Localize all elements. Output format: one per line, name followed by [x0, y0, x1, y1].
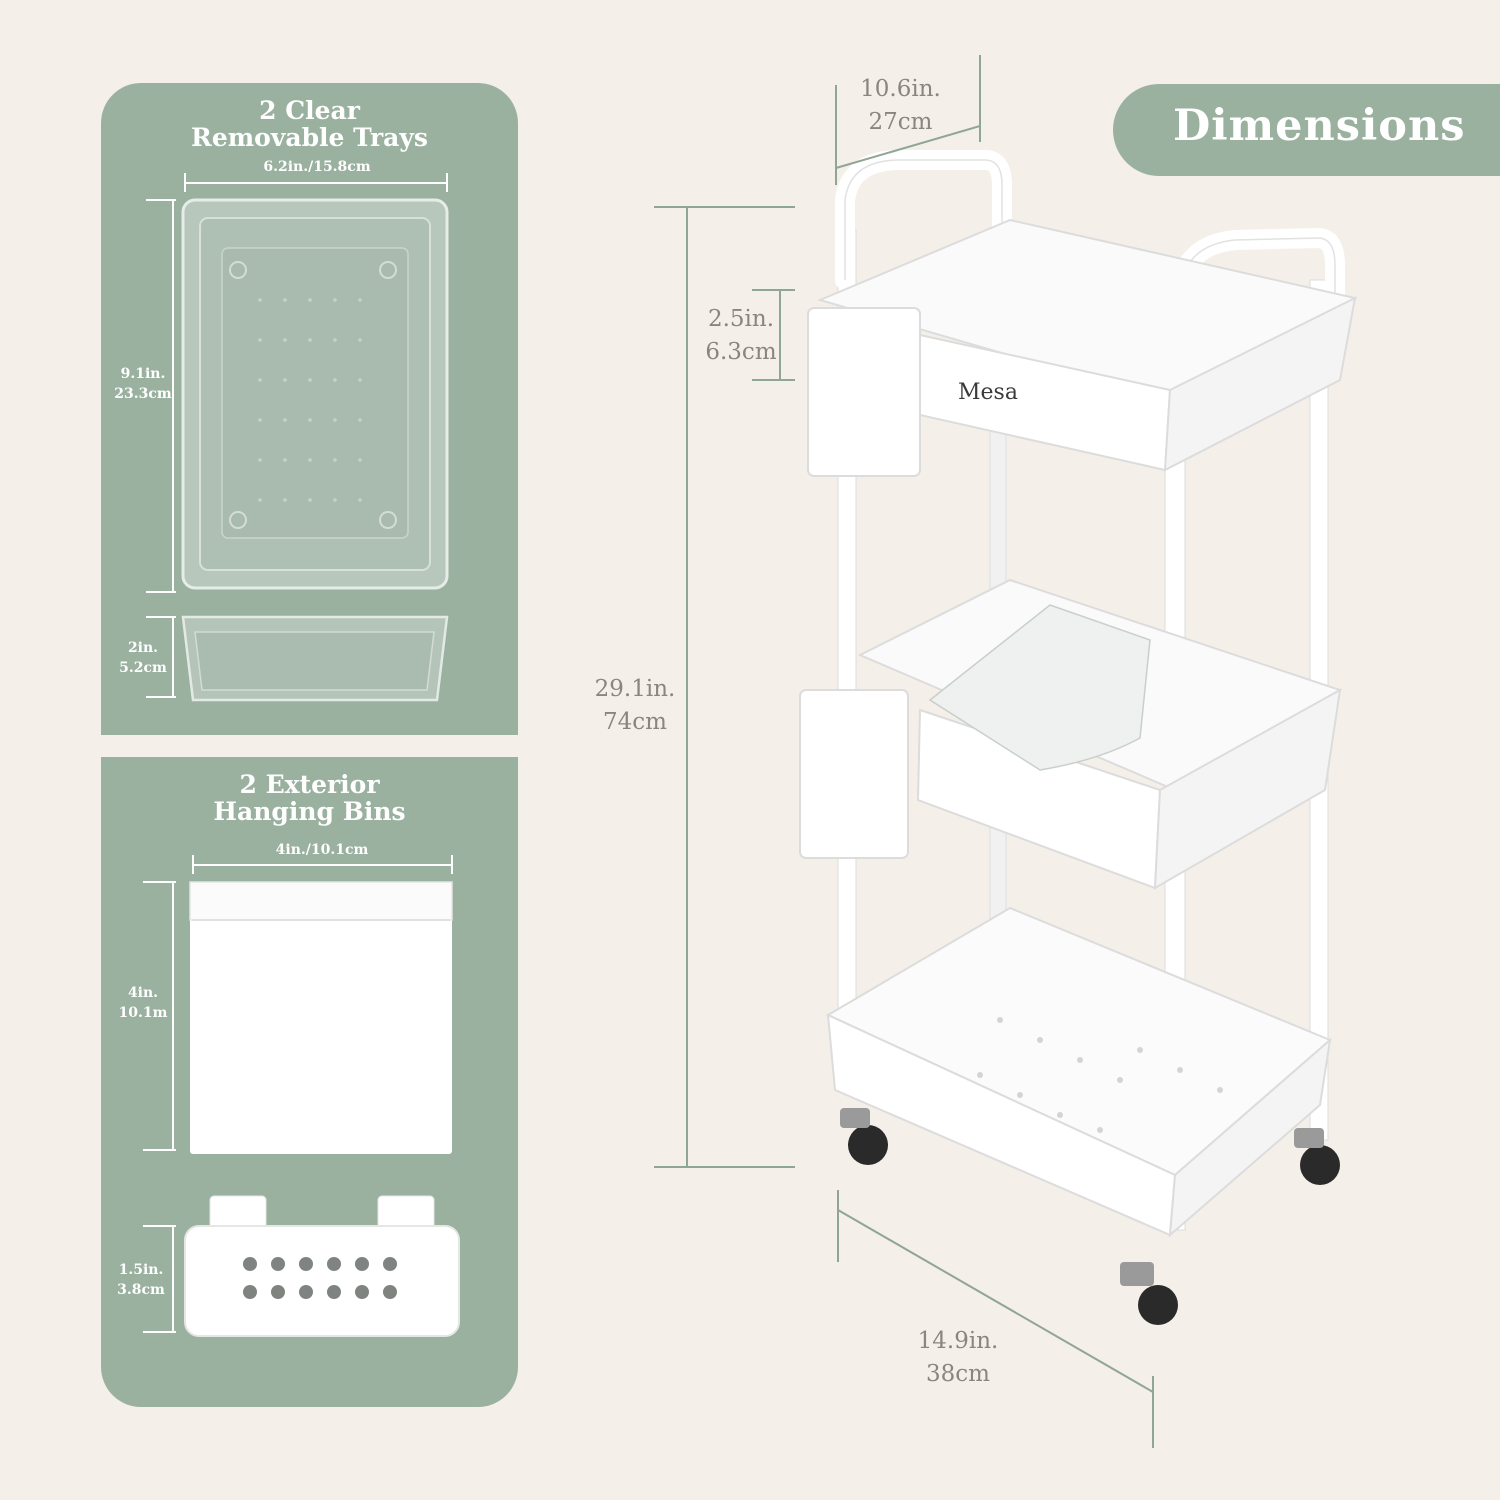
bin-width-label: 4in./10.1cm	[275, 842, 369, 858]
tray-side-view-image	[181, 615, 449, 702]
cart-depth-label: 10.6in. 27cm	[860, 76, 941, 135]
basket-height-label: 2.5in. 6.3cm	[705, 306, 777, 365]
cart-dimension-lines	[654, 55, 1154, 1448]
bin-dimension-lines	[143, 855, 453, 1333]
bin-height-label: 4in. 10.1m	[118, 985, 168, 1021]
brand-logo: Mesa	[958, 380, 1018, 405]
bin-top-view-image	[184, 1195, 460, 1337]
tray-dimension-lines	[146, 173, 448, 698]
bins-panel-title: 2 Exterior Hanging Bins	[213, 770, 406, 826]
bin-depth-label: 1.5in. 3.8cm	[117, 1262, 165, 1298]
tray-depth-label: 2in. 5.2cm	[119, 640, 167, 676]
cart-image	[799, 150, 1358, 1325]
tray-top-view-image	[181, 198, 449, 590]
cart-width-label: 14.9in. 38cm	[917, 1328, 999, 1387]
tray-length-label: 9.1in. 23.3cm	[114, 366, 172, 402]
cart-height-label: 29.1in. 74cm	[594, 676, 676, 735]
tray-width-label: 6.2in./15.8cm	[263, 159, 371, 175]
page-title: Dimensions	[1173, 101, 1466, 151]
dimensions-badge: Dimensions	[1113, 84, 1500, 176]
trays-panel-title: 2 Clear Removable Trays	[191, 96, 428, 152]
bin-front-view-image	[189, 881, 453, 1154]
